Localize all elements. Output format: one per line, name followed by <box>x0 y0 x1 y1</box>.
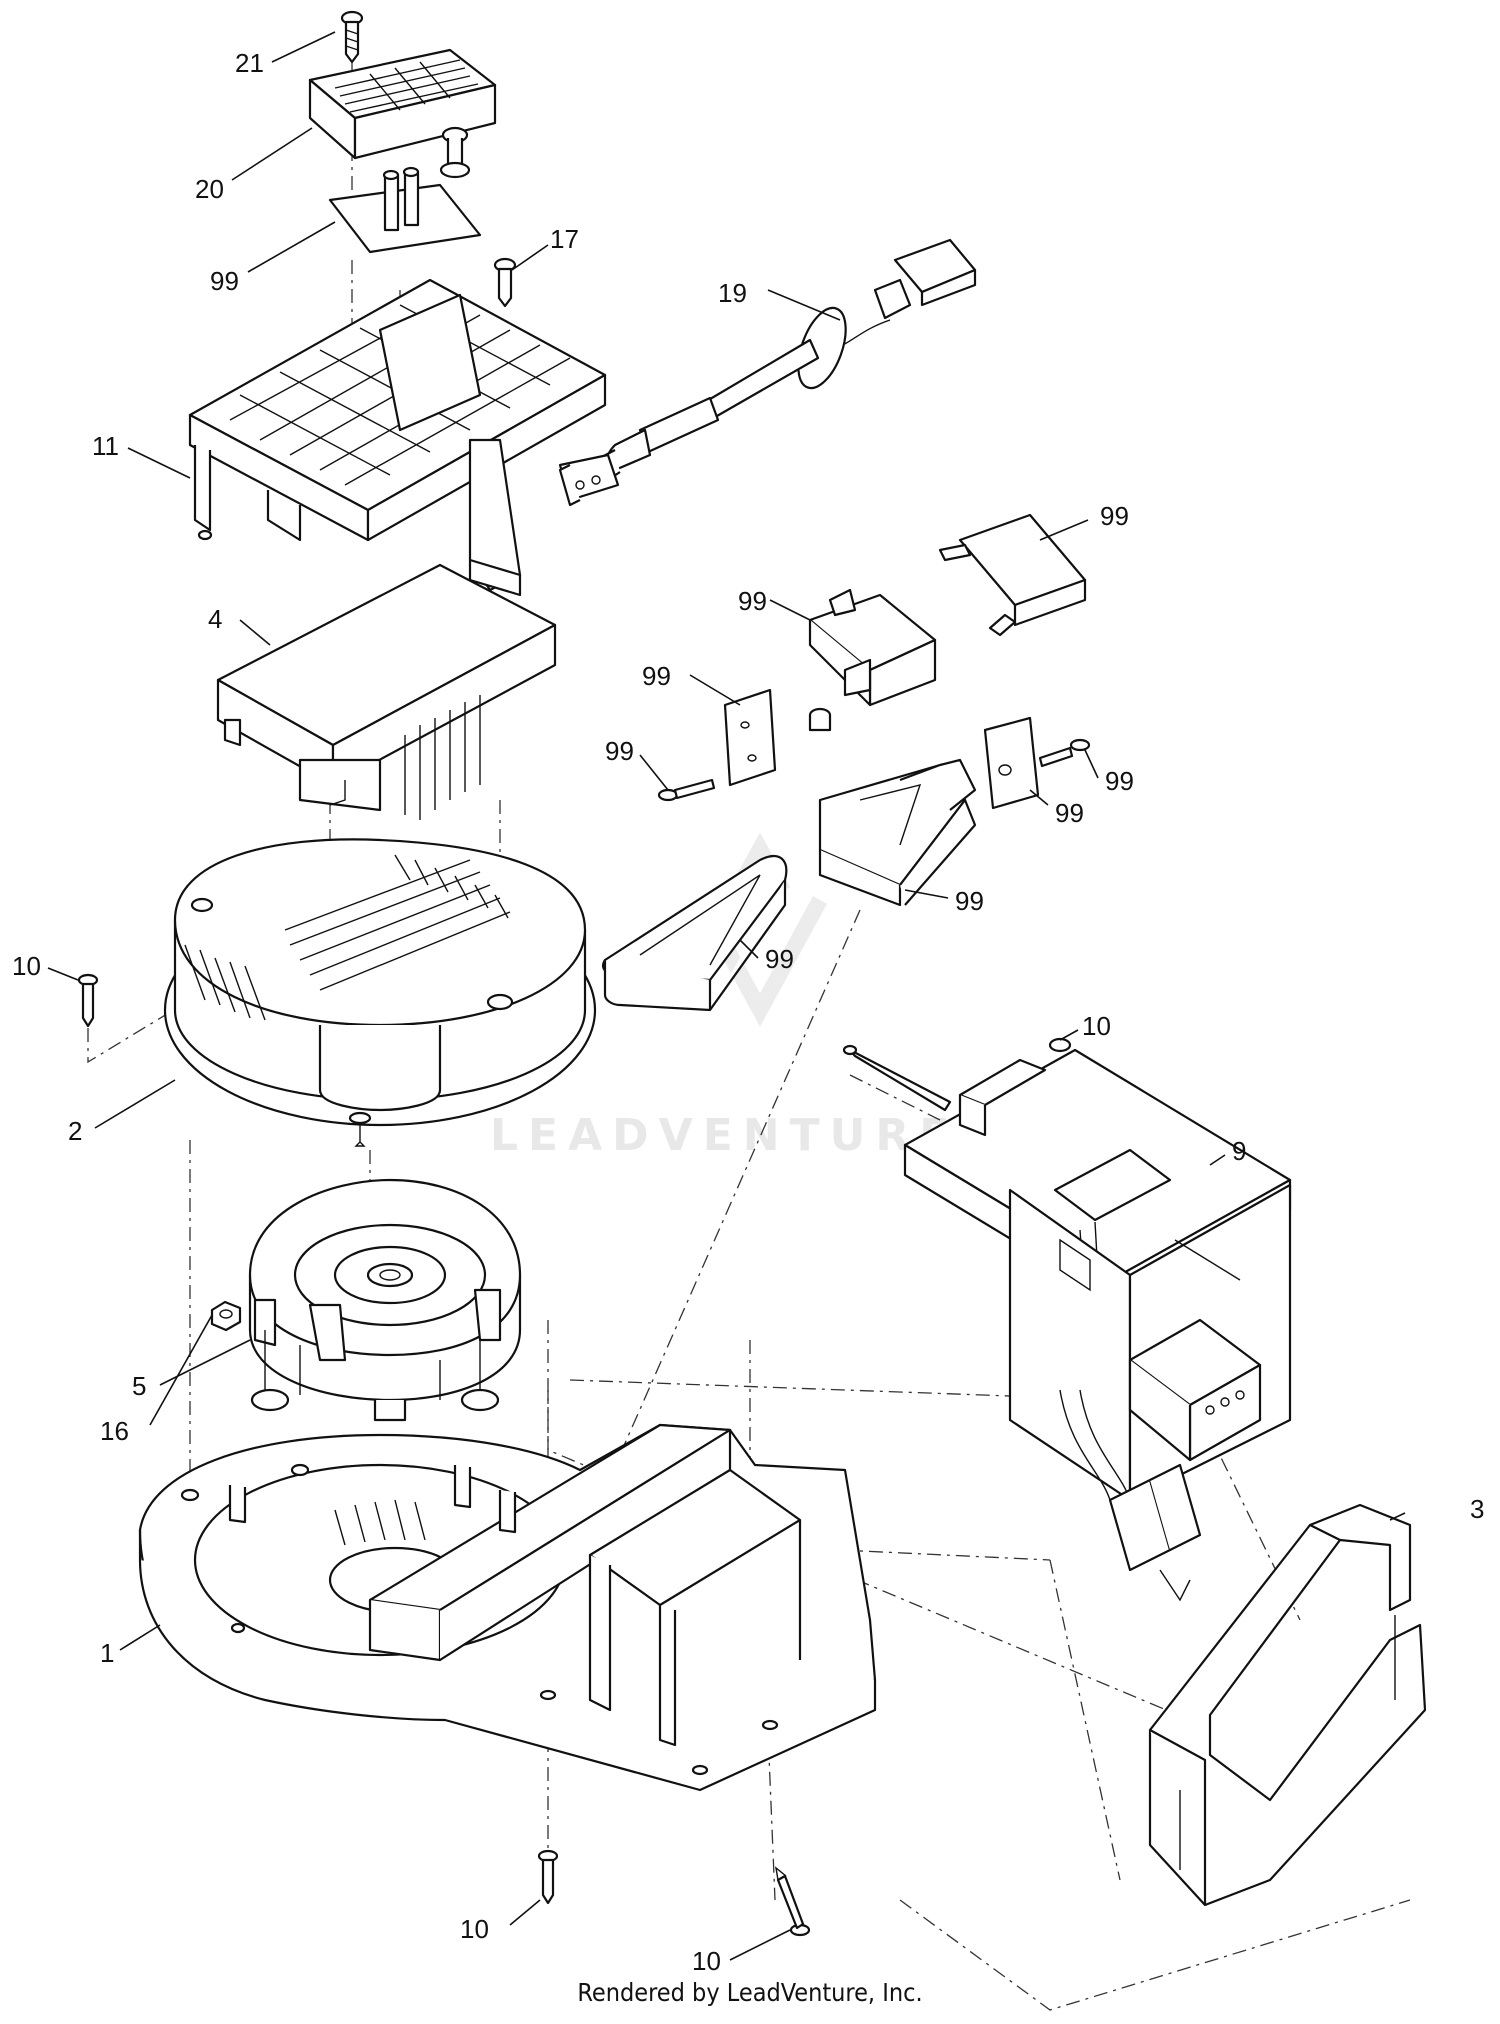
callout-10-bottom-b: 10 <box>692 1946 721 1976</box>
part-19-harness <box>558 238 977 507</box>
part-99-switch-cover <box>938 513 1087 637</box>
callout-20: 20 <box>195 174 224 204</box>
part-16-nut <box>210 1300 242 1332</box>
part-3-handle <box>1148 1503 1427 1907</box>
callout-10-bottom-a: 10 <box>460 1914 489 1944</box>
callout-21: 21 <box>235 48 264 78</box>
part-5-motor <box>248 1178 522 1422</box>
callout-99-switch: 99 <box>738 586 767 616</box>
callout-2: 2 <box>68 1116 82 1146</box>
footer-credit: Rendered by LeadVenture, Inc. <box>577 1978 923 2007</box>
part-99-screw-right <box>1038 738 1091 768</box>
callout-99-duct-left: 99 <box>765 944 794 974</box>
callout-9: 9 <box>1232 1136 1246 1166</box>
callout-99-plate-left: 99 <box>642 661 671 691</box>
callout-11: 11 <box>92 431 119 461</box>
callout-99-screw-left: 99 <box>605 736 634 766</box>
callout-5: 5 <box>132 1371 146 1401</box>
leader-lines <box>47 31 1406 1961</box>
watermark: LEADVENTURE <box>490 832 959 1161</box>
callout-17: 17 <box>550 224 579 254</box>
part-99-duct-left <box>602 855 788 1012</box>
part-99-switch <box>808 588 937 732</box>
part-20-cover <box>308 48 497 179</box>
callout-19: 19 <box>718 278 747 308</box>
callout-10-left: 10 <box>12 951 41 981</box>
callout-99-duct-right: 99 <box>955 886 984 916</box>
part-4-controller <box>216 563 557 820</box>
watermark-text: LEADVENTURE <box>490 1110 959 1161</box>
part-11-bracket <box>188 278 607 597</box>
part-10-screw-bottom-b <box>775 1866 811 1937</box>
callout-3: 3 <box>1470 1494 1484 1524</box>
callout-labels: 21 20 99 17 19 11 99 4 99 99 99 99 99 99… <box>12 48 1484 1976</box>
callout-1: 1 <box>100 1638 114 1668</box>
part-99-duct-right <box>818 758 977 907</box>
callout-99-plate-right: 99 <box>1055 798 1084 828</box>
part-1-base <box>138 1423 877 1792</box>
callout-99-cover: 99 <box>1100 501 1129 531</box>
part-2-housing <box>163 838 597 1147</box>
callout-10-dock: 10 <box>1082 1011 1111 1041</box>
part-99-plate-left <box>723 688 777 787</box>
part-99-plate-right <box>983 716 1040 810</box>
part-17-screw <box>493 257 517 308</box>
part-21-screw <box>340 10 364 64</box>
part-9-dock <box>842 1037 1292 1602</box>
part-10-screw-left <box>77 973 99 1028</box>
part-99-plate-top <box>328 166 482 254</box>
callout-16: 16 <box>100 1416 129 1446</box>
callout-4: 4 <box>208 604 222 634</box>
callout-99-plate: 99 <box>210 266 239 296</box>
part-10-screw-bottom-a <box>537 1849 559 1905</box>
callout-99-screw-right: 99 <box>1105 766 1134 796</box>
